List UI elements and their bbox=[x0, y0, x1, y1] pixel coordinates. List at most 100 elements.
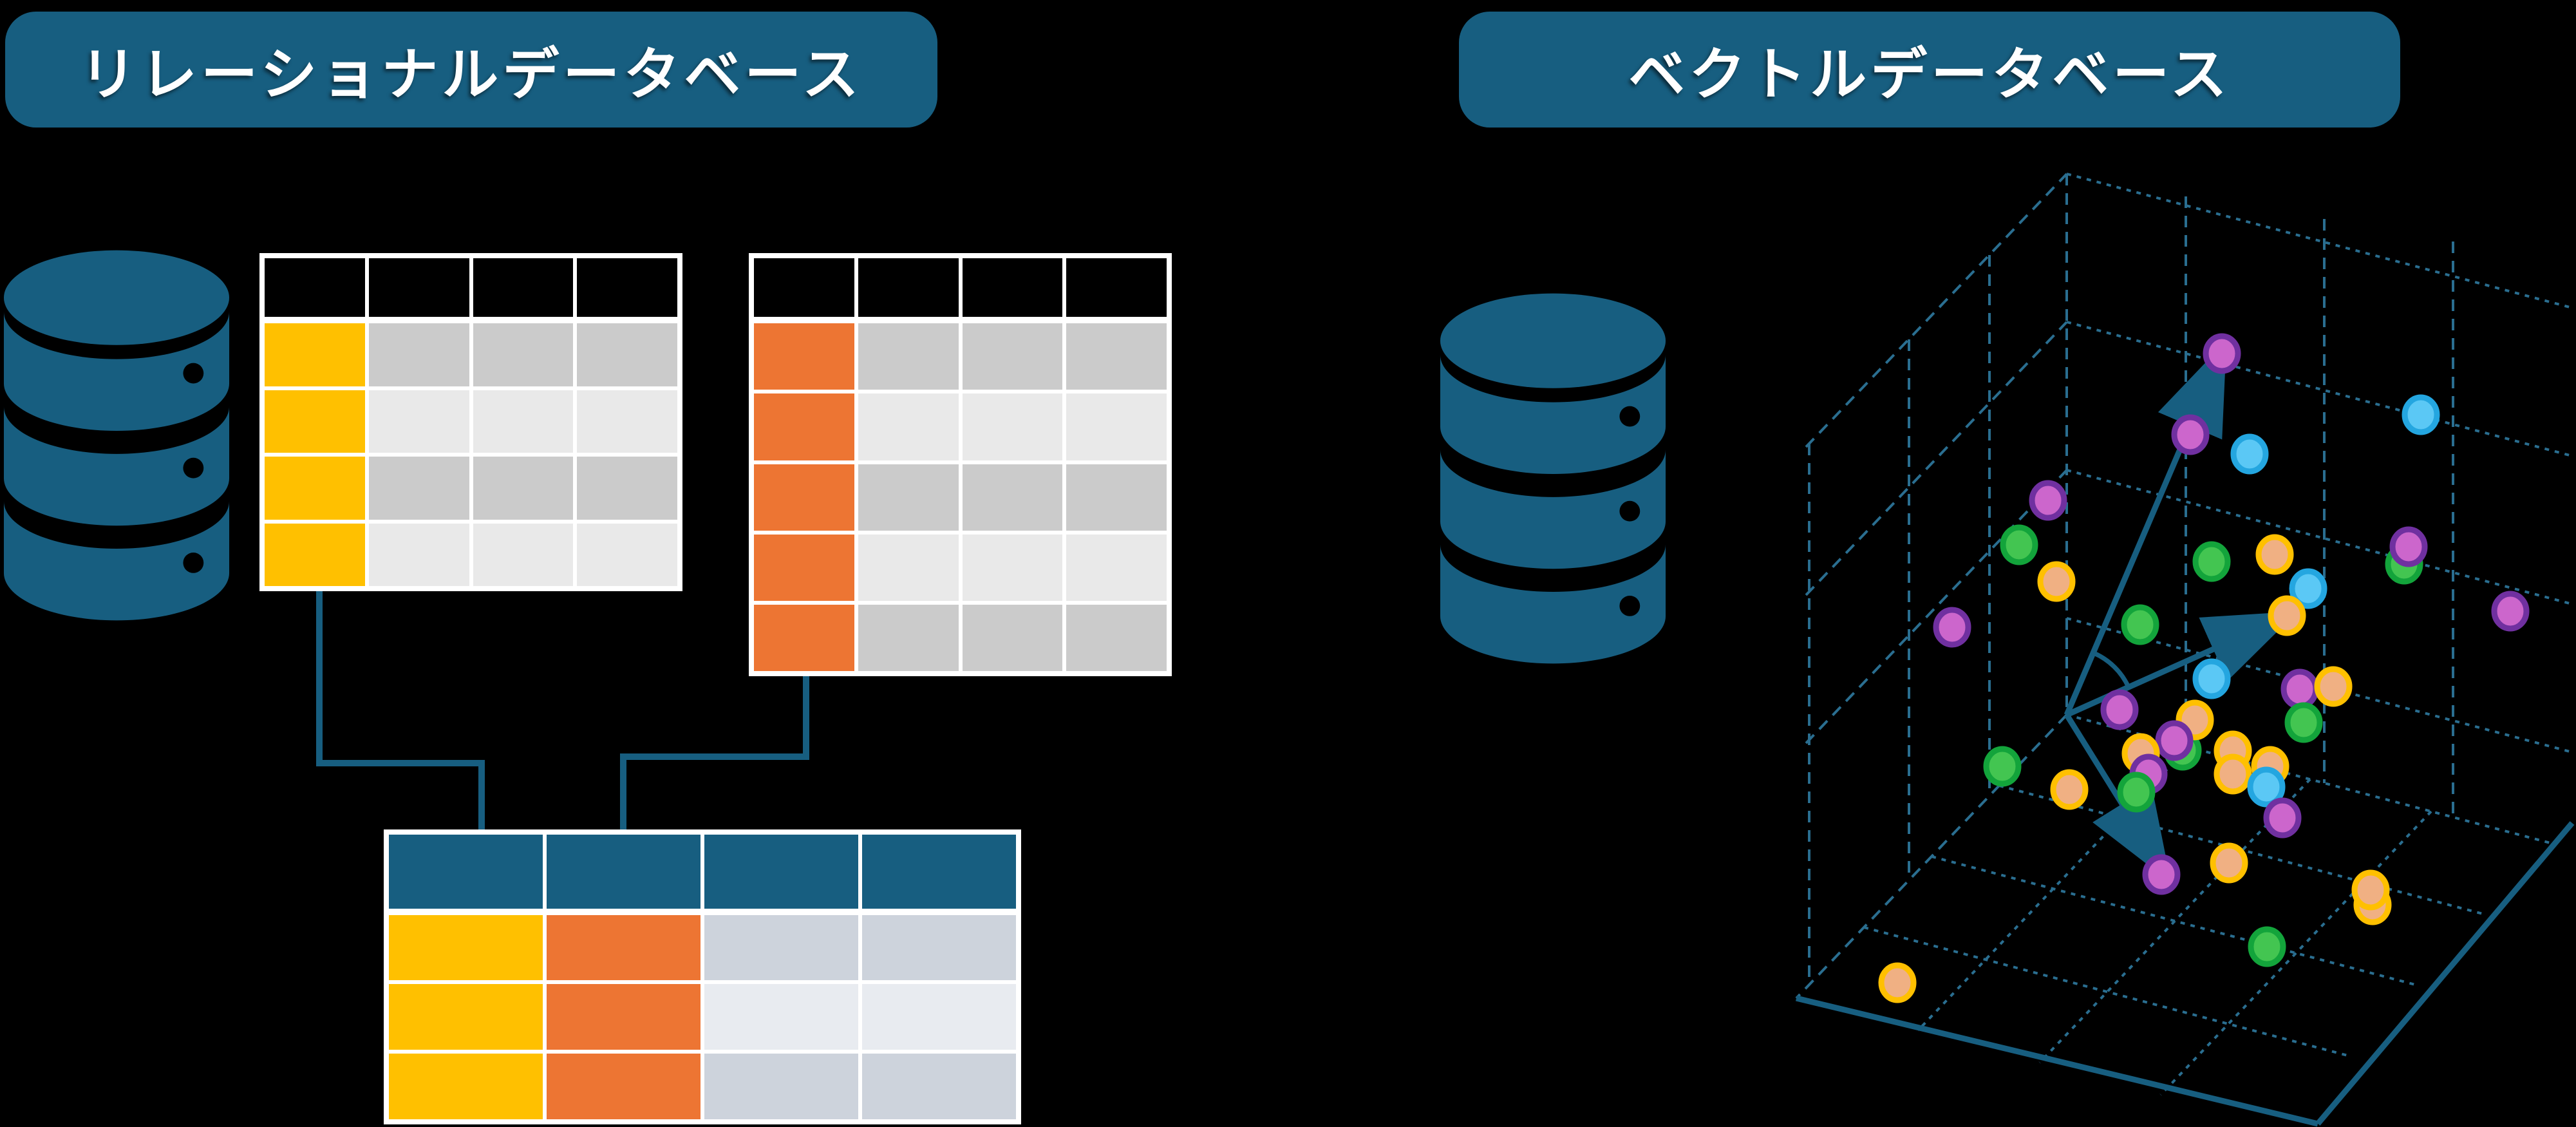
joined-table bbox=[384, 829, 1021, 1124]
join-connector-right bbox=[620, 674, 809, 832]
vector-arrow bbox=[2064, 713, 2172, 883]
table-row bbox=[754, 464, 1167, 531]
embedding-point-magenta bbox=[2142, 854, 2181, 895]
relational-db-title: リレーショナルデータベース bbox=[5, 12, 937, 128]
table-row bbox=[754, 393, 1167, 460]
table-header-cell bbox=[1066, 258, 1167, 317]
table-cell bbox=[754, 393, 854, 460]
angle-arc bbox=[2092, 650, 2131, 688]
database-icon-right bbox=[1440, 293, 1666, 664]
table-cell bbox=[1066, 464, 1167, 531]
table-cell bbox=[265, 457, 365, 520]
table-cell bbox=[754, 464, 854, 531]
embedding-point-orange bbox=[2037, 561, 2076, 602]
embedding-point-magenta bbox=[1933, 607, 1971, 648]
table-cell bbox=[858, 604, 959, 672]
table-cell bbox=[1066, 604, 1167, 672]
axis-edge bbox=[2315, 821, 2575, 1126]
grid-line-dotted bbox=[2066, 173, 2573, 309]
embedding-point-orange bbox=[2214, 753, 2252, 795]
table-cell bbox=[577, 523, 677, 586]
table-cell bbox=[265, 390, 365, 453]
table-cell bbox=[862, 984, 1016, 1050]
table-cell bbox=[754, 604, 854, 672]
table-cell bbox=[754, 323, 854, 390]
table-header-cell bbox=[473, 258, 574, 317]
source-table-1 bbox=[259, 253, 682, 591]
embedding-point-green bbox=[1983, 746, 2022, 787]
embedding-point-cyan bbox=[2247, 766, 2286, 808]
table-cell bbox=[962, 323, 1063, 390]
table-cell bbox=[862, 1054, 1016, 1119]
embedding-point-magenta bbox=[2491, 591, 2530, 632]
embedding-point-orange bbox=[2210, 842, 2248, 884]
embedding-point-orange bbox=[2268, 595, 2306, 636]
table-cell bbox=[754, 534, 854, 601]
table-cell bbox=[473, 523, 574, 586]
embedding-point-green bbox=[2000, 524, 2038, 565]
table-cell bbox=[704, 1054, 858, 1119]
embedding-point-magenta bbox=[2029, 480, 2067, 521]
table-cell bbox=[547, 914, 700, 981]
vector-space-plot bbox=[1795, 173, 2575, 1127]
table-header-row bbox=[389, 835, 1016, 909]
table-cell bbox=[862, 914, 1016, 981]
table-cell bbox=[265, 523, 365, 586]
database-icon-left bbox=[3, 250, 230, 621]
embedding-point-magenta bbox=[2155, 720, 2194, 761]
table-header-cell bbox=[704, 835, 858, 909]
table-cell bbox=[473, 390, 574, 453]
table-row bbox=[754, 323, 1167, 390]
vector-arrow bbox=[2065, 611, 2298, 718]
join-connector-left bbox=[316, 590, 485, 832]
table-row bbox=[265, 323, 677, 386]
table-cell bbox=[389, 914, 543, 981]
embedding-point-magenta bbox=[2100, 689, 2139, 730]
table-cell bbox=[1066, 323, 1167, 390]
table-cell bbox=[704, 914, 858, 981]
table-cell bbox=[577, 457, 677, 520]
table-header-cell bbox=[577, 258, 677, 317]
table-cell bbox=[577, 323, 677, 386]
table-cell bbox=[368, 323, 469, 386]
embedding-point-orange bbox=[2351, 869, 2390, 911]
axis-edge bbox=[1795, 995, 2319, 1127]
table-header-cell bbox=[754, 258, 854, 317]
table-cell bbox=[577, 390, 677, 453]
table-cell bbox=[547, 1054, 700, 1119]
grid-line-dotted bbox=[1931, 855, 2418, 987]
table-cell bbox=[858, 323, 959, 390]
embedding-point-green bbox=[2284, 702, 2323, 743]
table-header-cell bbox=[389, 835, 543, 909]
table-header-cell bbox=[547, 835, 700, 909]
table-cell bbox=[473, 457, 574, 520]
table-cell bbox=[962, 464, 1063, 531]
grid-line-dotted bbox=[1863, 926, 2351, 1057]
grid-line-dotted bbox=[2159, 810, 2432, 1096]
table-cell bbox=[858, 393, 959, 460]
embedding-point-cyan bbox=[2289, 568, 2327, 609]
table-header-row bbox=[265, 258, 677, 317]
embedding-point-green bbox=[2117, 772, 2156, 813]
table-cell bbox=[962, 393, 1063, 460]
table-header-row bbox=[754, 258, 1167, 317]
table-cell bbox=[1066, 534, 1167, 601]
table-row bbox=[389, 914, 1016, 981]
table-header-cell bbox=[862, 835, 1016, 909]
grid-line-dotted bbox=[2066, 321, 2573, 457]
embedding-point-magenta bbox=[2171, 414, 2210, 455]
embedding-point-magenta bbox=[2280, 668, 2319, 710]
grid-line-dotted bbox=[2066, 469, 2573, 605]
embedding-point-cyan bbox=[2402, 394, 2440, 435]
table-cell bbox=[547, 984, 700, 1050]
embedding-point-orange bbox=[2255, 534, 2294, 575]
grid-line-dashed bbox=[1805, 321, 2068, 596]
grid-line-dotted bbox=[2038, 778, 2311, 1064]
grid-line-dashed bbox=[1805, 173, 2068, 448]
table-cell bbox=[368, 457, 469, 520]
table-cell bbox=[858, 464, 959, 531]
embedding-point-green bbox=[2248, 926, 2286, 967]
table-cell bbox=[368, 523, 469, 586]
table-row bbox=[265, 457, 677, 520]
